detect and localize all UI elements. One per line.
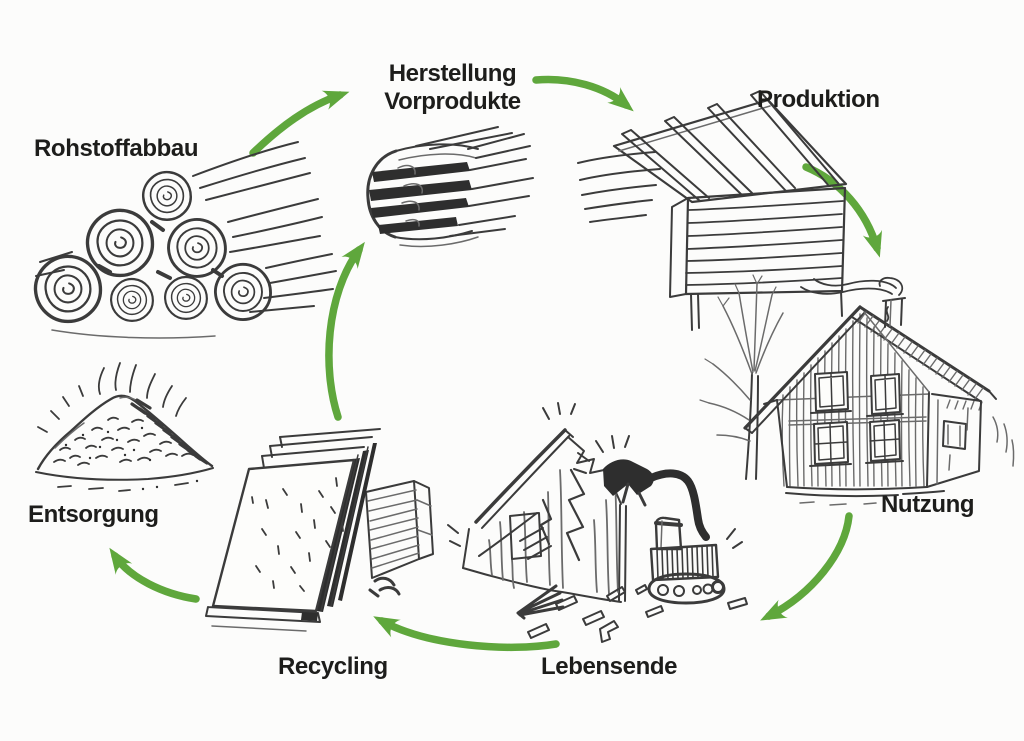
wood-chip-pile-sketch	[35, 362, 214, 492]
pile-texture	[53, 416, 194, 466]
arrow-recycling-to-herstellung	[325, 241, 365, 421]
arrow-rohstoffabbau-to-herstellung	[249, 90, 350, 157]
ground-dots	[141, 479, 199, 491]
arrow-recycling-to-entsorgung	[109, 547, 200, 603]
log	[141, 170, 193, 222]
steam-lines	[37, 362, 187, 433]
arrow-lebensende-to-recycling	[373, 616, 560, 652]
chipboard-speckles	[251, 477, 344, 592]
stack-stripes	[367, 489, 433, 569]
demolition-excavator-sketch	[447, 402, 748, 643]
laminated-beam-sketch	[366, 126, 534, 248]
house-sketch	[699, 274, 1015, 506]
stage-label-rohstoffabbau: Rohstoffabbau	[34, 135, 199, 162]
stage-label-recycling: Recycling	[278, 653, 388, 680]
stage-label-produktion: Produktion	[757, 86, 880, 113]
arrow-herstellung-to-produktion	[532, 75, 634, 112]
siding	[781, 313, 925, 487]
windows	[809, 371, 904, 467]
log	[213, 262, 272, 321]
pile-shading	[130, 398, 209, 465]
arrow-nutzung-to-lebensende	[760, 512, 853, 621]
log	[110, 277, 154, 322]
roof-hatching	[857, 311, 984, 411]
log-pile-sketch	[33, 141, 337, 339]
stage-label-entsorgung: Entsorgung	[28, 501, 159, 528]
panel-stack-sketch	[205, 428, 434, 632]
roof-construction-sketch	[577, 90, 848, 331]
pile-dots	[64, 426, 152, 462]
stage-label-lebensende: Lebensende	[541, 653, 678, 680]
log	[164, 275, 208, 320]
log	[167, 217, 227, 278]
stage-label-nutzung: Nutzung	[881, 491, 975, 518]
stage-label-herstellung-vorprodukte: Herstellung Vorprodukte	[384, 60, 521, 115]
log	[33, 254, 103, 324]
